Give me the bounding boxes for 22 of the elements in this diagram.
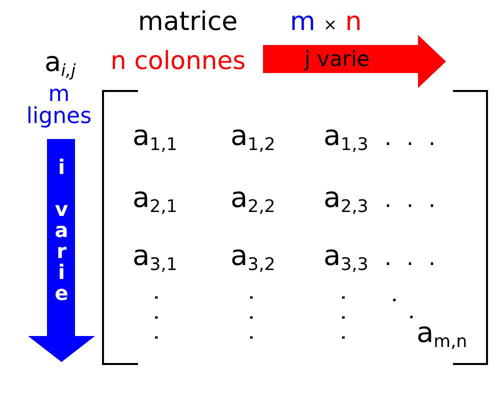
ellipsis: . . . (244, 294, 267, 344)
diagram-title: matrice m × n (138, 9, 362, 35)
ellipsis: . . . (384, 248, 440, 270)
matrix-entry: a$_{2,3}$ (324, 184, 368, 212)
matrix-entry: a$_{3,2}$ (230, 242, 276, 270)
matrix-entry: a$_{2,1}$ (132, 184, 178, 212)
row-count-label: m lignes (25, 84, 93, 128)
matrix-entry: a$_{1,1}$ (132, 122, 178, 150)
direction-arrow (263, 35, 446, 88)
direction-arrow (28, 139, 95, 362)
ellipsis: . . . (384, 190, 440, 212)
ellipsis: . . . (336, 294, 359, 344)
ellipsis: . . . (150, 294, 172, 344)
column-count-label: n colonnes (110, 48, 246, 72)
ellipsis: . . . (384, 128, 440, 150)
matrix-entry: a$_{3,3}$ (324, 242, 368, 270)
matrix-entry: a$_{2,2}$ (230, 184, 276, 212)
matrix-entry: a$_{1,3}$ (324, 122, 368, 150)
matrix-entry: a$_{1,2}$ (230, 122, 276, 150)
arrow-label: i varie (52, 154, 72, 302)
arrow-label: j varie (304, 48, 370, 70)
matrix-entry: a$_{3,1}$ (132, 242, 178, 270)
